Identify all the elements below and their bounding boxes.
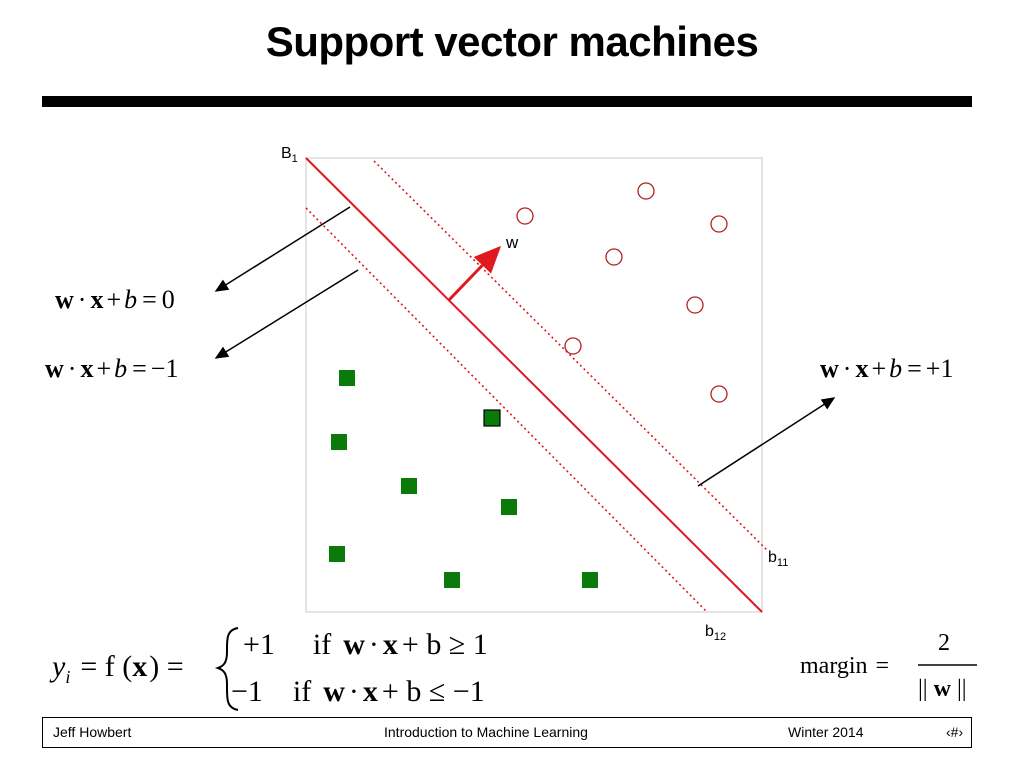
decision-boundary-line xyxy=(305,157,763,613)
footer-course: Introduction to Machine Learning xyxy=(384,724,588,740)
footer-page-number: ‹#› xyxy=(946,724,964,740)
pointer-arrow-upper-margin xyxy=(697,397,836,487)
lower-margin-label: b12 xyxy=(705,623,726,643)
upper-margin-line xyxy=(373,160,768,551)
negative-point xyxy=(444,572,460,588)
plot-frame xyxy=(305,157,763,613)
negative-point xyxy=(339,370,355,386)
pointer-arrow-lower-margin xyxy=(214,269,359,359)
boundary-label: B1 xyxy=(281,145,298,165)
slide-title: Support vector machines xyxy=(265,18,759,65)
svg-text:2: 2 xyxy=(938,630,950,656)
normal-vector-label: w xyxy=(505,233,519,252)
svg-text:||w||: ||w|| xyxy=(918,676,967,702)
footer-bar xyxy=(42,717,972,748)
svg-text:margin=: margin= xyxy=(800,653,889,679)
positive-point xyxy=(564,337,582,355)
negative-point xyxy=(501,499,517,515)
margin-formula: margin= 2 ||w|| xyxy=(800,630,977,702)
positive-point xyxy=(605,248,623,266)
positive-point xyxy=(516,207,534,225)
title-divider xyxy=(42,96,972,107)
negative-point-support xyxy=(483,409,501,427)
case-brace xyxy=(214,627,239,711)
positive-point xyxy=(710,215,728,233)
svg-text:yi= f (x) =: yi= f (x) = xyxy=(49,650,184,687)
lower-margin-equation: w·x+b=−1 xyxy=(45,354,178,383)
positive-point xyxy=(686,296,704,314)
positive-point xyxy=(710,385,728,403)
negative-point xyxy=(401,478,417,494)
upper-margin-label: b11 xyxy=(768,549,788,569)
positive-point xyxy=(637,182,655,200)
negative-point xyxy=(331,434,347,450)
upper-margin-equation: w·x+b=+1 xyxy=(820,354,953,383)
pointer-arrow-hyperplane xyxy=(214,206,351,292)
footer-author: Jeff Howbert xyxy=(53,724,132,740)
lower-margin-line xyxy=(305,207,708,613)
hyperplane-equation: w·x+b=0 xyxy=(55,285,175,314)
footer-term: Winter 2014 xyxy=(788,724,864,740)
normal-vector-arrow xyxy=(447,245,502,302)
negative-point xyxy=(329,546,345,562)
negative-point xyxy=(582,572,598,588)
